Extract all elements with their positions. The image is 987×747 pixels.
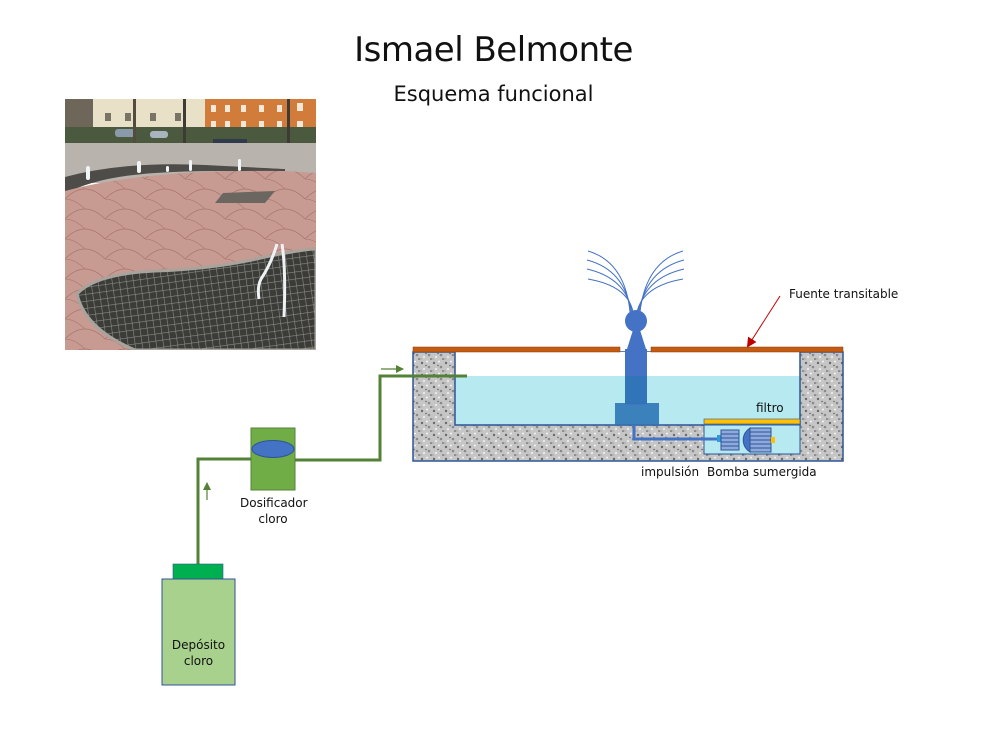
chlorine-dosifier xyxy=(250,427,296,491)
chlorine-tank xyxy=(161,563,236,686)
page-title: Ismael Belmonte xyxy=(354,30,633,70)
fountain-photo xyxy=(65,99,316,350)
label-dosificador: Dosificador cloro xyxy=(240,496,308,526)
filter xyxy=(703,418,801,425)
impulsion-pipe xyxy=(632,425,720,441)
label-deposito-line1: Depósito xyxy=(171,638,226,652)
label-deposito: Depósito cloro xyxy=(162,638,235,668)
water-jets xyxy=(586,250,685,313)
chlorine-pipe xyxy=(196,374,467,565)
label-deposito-line2: cloro xyxy=(183,654,214,668)
label-impulsion: impulsión xyxy=(641,465,700,479)
page-subtitle: Esquema funcional xyxy=(393,82,594,106)
nozzle xyxy=(615,310,659,425)
label-dosificador-line2: cloro xyxy=(258,512,288,526)
label-bomba-sumergida: Bomba sumergida xyxy=(707,465,817,479)
submersible-pump xyxy=(717,427,775,453)
label-dosificador-line1: Dosificador xyxy=(240,496,308,510)
label-filtro: filtro xyxy=(756,401,784,415)
deck-pointer-arrow xyxy=(746,295,781,348)
label-fuente-transitable: Fuente transitable xyxy=(789,287,899,301)
